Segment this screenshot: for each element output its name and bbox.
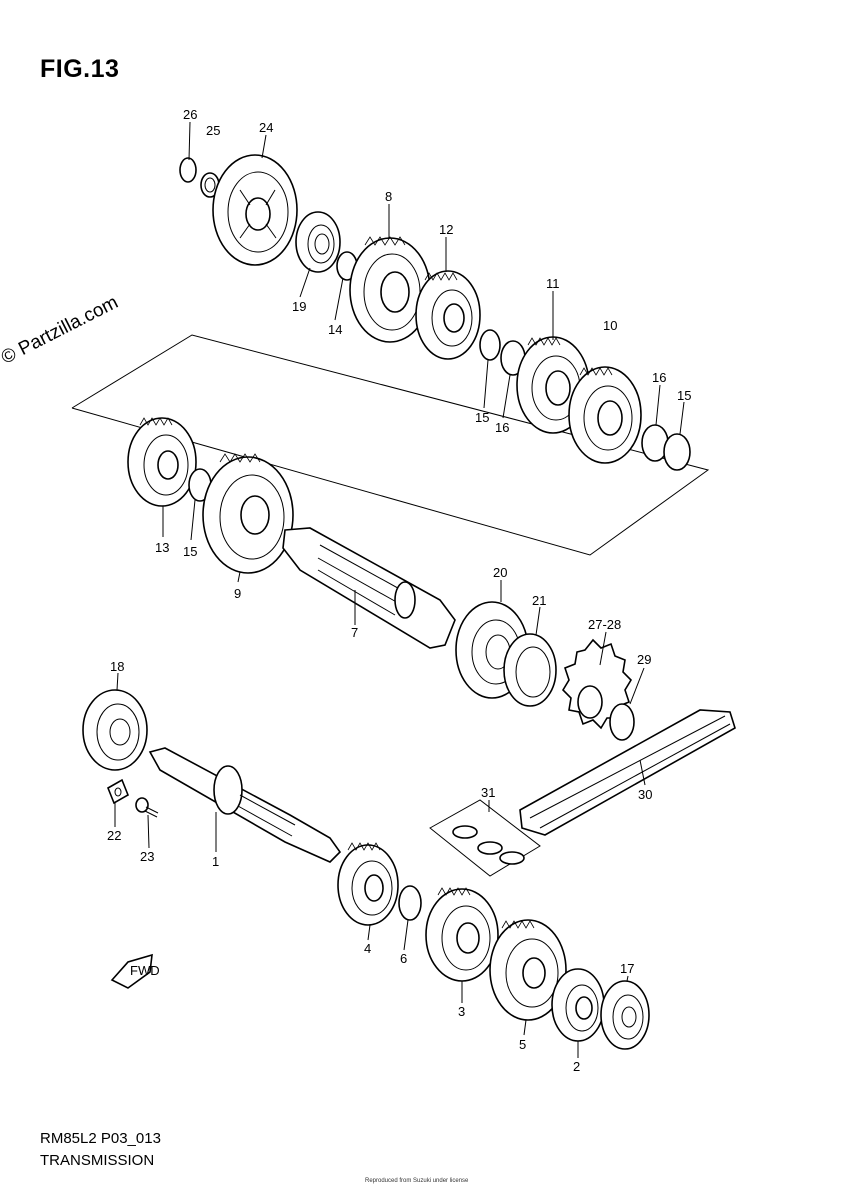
callout-label: 26 (183, 107, 197, 122)
callout-label: 8 (385, 189, 392, 204)
callout-label: 11 (546, 276, 560, 291)
callout-label: 27-28 (588, 617, 621, 632)
credit-line: Reproduced from Suzuki under license (365, 1178, 469, 1184)
callout-label: 18 (110, 659, 124, 674)
part-21-oil-seal (503, 633, 557, 707)
part-22-washer (106, 778, 130, 805)
callout-label: 25 (206, 123, 220, 138)
callout-label: 16 (652, 370, 666, 385)
part-18-bearing (82, 689, 148, 771)
callout-label: 24 (259, 120, 273, 135)
callout-label: 17 (620, 961, 634, 976)
callout-label: 12 (439, 222, 453, 237)
callout-label: 10 (603, 318, 617, 333)
callout-label: 1 (212, 854, 219, 869)
part-2-gear (551, 968, 605, 1042)
callout-label: 30 (638, 787, 652, 802)
callout-label: 2 (573, 1059, 580, 1074)
callout-label: 19 (292, 299, 306, 314)
callout-label: 7 (351, 625, 358, 640)
part-24-gear (212, 154, 298, 266)
callout-label: 20 (493, 565, 507, 580)
part-23-screw (135, 797, 159, 818)
part-13-gear (127, 417, 197, 507)
callout-label: 22 (107, 828, 121, 843)
part-8-gear (349, 236, 431, 343)
callout-label: 16 (495, 420, 509, 435)
part-5-gear (489, 919, 567, 1021)
callout-label: 3 (458, 1004, 465, 1019)
leader-lines (114, 121, 685, 1058)
part-17-bearing (600, 980, 650, 1050)
part-4-gear (337, 842, 399, 926)
part-10-gear (568, 366, 642, 464)
callout-label: 14 (328, 322, 342, 337)
callout-label: 31 (481, 785, 495, 800)
part-30-drive-chain (519, 709, 736, 836)
part-15-circlip-upper (479, 329, 501, 361)
part-31-chain-joint (429, 799, 541, 877)
figure-title: FIG.13 (40, 55, 120, 83)
callout-label: 6 (400, 951, 407, 966)
part-12-gear (415, 270, 481, 360)
part-15-circlip-lower (663, 433, 691, 471)
model-code: RM85L2 P03_013 (40, 1130, 161, 1147)
part-3-gear (425, 887, 499, 982)
part-19-bearing (295, 211, 341, 273)
callout-label: 13 (155, 540, 169, 555)
callout-label: 29 (637, 652, 651, 667)
part-9-gear (202, 453, 294, 574)
fwd-label: FWD (130, 963, 160, 978)
callout-label: 5 (519, 1037, 526, 1052)
part-6-circlip (398, 885, 422, 921)
callout-label: 9 (234, 586, 241, 601)
part-7-countershaft (282, 527, 456, 649)
part-26-circlip (179, 157, 197, 183)
callout-label: 15 (475, 410, 489, 425)
countershaft-group-frame (71, 334, 710, 556)
callout-label: 23 (140, 849, 154, 864)
part-27-28-sprocket (561, 638, 633, 730)
part-1-driveshaft (148, 747, 342, 863)
callout-label: 15 (183, 544, 197, 559)
part-29-circlip (609, 703, 635, 741)
callout-label: 4 (364, 941, 371, 956)
callout-label: 15 (677, 388, 691, 403)
fwd-arrow-icon: FWD (110, 953, 160, 989)
callout-labels: 26 25 24 8 12 11 10 19 14 15 16 16 15 13… (107, 107, 691, 1074)
callout-label: 21 (532, 593, 546, 608)
section-name: TRANSMISSION (40, 1152, 155, 1169)
